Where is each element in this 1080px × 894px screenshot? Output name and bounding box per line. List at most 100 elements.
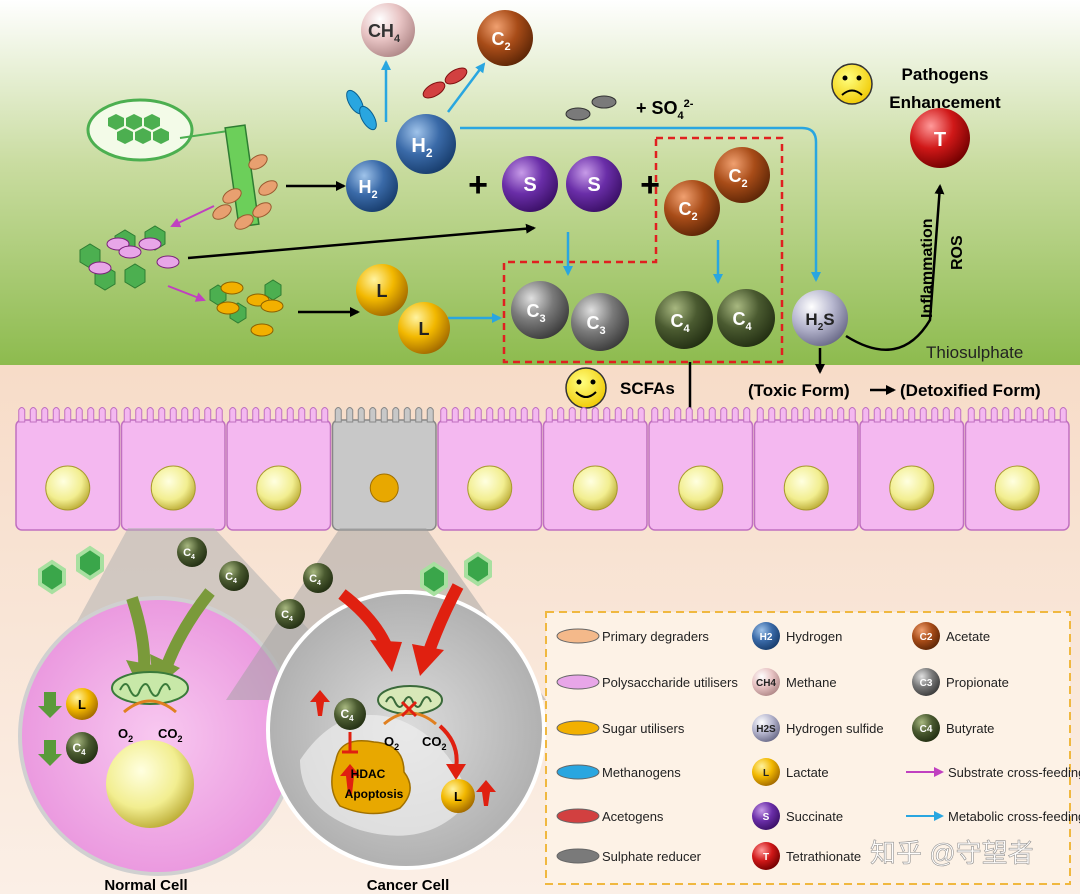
- molecule-succinate-1: S: [502, 156, 558, 212]
- inflammation-label: Inflammation: [919, 218, 936, 318]
- hdac-label: HDAC: [351, 767, 386, 781]
- legend-item-label: Substrate cross-feeding: [948, 765, 1080, 780]
- svg-text:T: T: [934, 129, 946, 151]
- molecule-c2-top: C2: [477, 10, 533, 66]
- sad-face-icon: [831, 63, 873, 105]
- svg-text:H2S: H2S: [805, 310, 834, 333]
- normal-lactate-icon: L: [66, 688, 98, 720]
- molecule-h2s: H2S: [792, 290, 848, 346]
- epithelium-layer: [15, 407, 1070, 531]
- svg-text:L: L: [377, 281, 388, 301]
- svg-text:CH4: CH4: [368, 21, 401, 45]
- legend-item: L Lactate: [752, 758, 829, 786]
- normal-butyrate-molecules: C4 C4: [177, 537, 249, 591]
- svg-text:S: S: [523, 174, 536, 196]
- legend-item-label: Butyrate: [946, 721, 994, 736]
- svg-text:C3: C3: [586, 313, 605, 337]
- molecule-propionate-1: C3: [511, 281, 569, 339]
- ros-label: ROS: [949, 235, 966, 270]
- legend-item: Polysaccharide utilisers: [556, 674, 738, 690]
- cancer-lactate-icon: L: [441, 779, 475, 813]
- legend-item-label: Hydrogen sulfide: [786, 721, 884, 736]
- acetogens-bacteria: [422, 67, 468, 99]
- cancer-cell-label: Cancer Cell: [367, 877, 450, 894]
- legend-box: [545, 611, 1071, 885]
- cancer-co2-label: CO2: [422, 734, 447, 752]
- scfas-label: SCFAs: [620, 379, 675, 398]
- svg-text:C4: C4: [72, 741, 86, 757]
- molecule-propionate-2: C3: [571, 293, 629, 351]
- svg-text:L: L: [419, 319, 430, 339]
- svg-text:C4: C4: [183, 547, 195, 561]
- molecule-succinate-2: S: [566, 156, 622, 212]
- legend-item-label: Lactate: [786, 765, 829, 780]
- pathogens-label-line2: Enhancement: [889, 93, 1001, 112]
- epithelial-cell: [226, 407, 332, 531]
- normal-o2-label: O2: [118, 726, 133, 744]
- legend-item: Metabolic cross-feeding: [906, 809, 1080, 824]
- pathogens-label-line1: Pathogens: [902, 65, 989, 84]
- svg-text:C4: C4: [670, 311, 690, 335]
- molecule-tetrathionate: T: [910, 108, 970, 168]
- substrate-arrow-2: [167, 285, 206, 302]
- watermark-text: 知乎 @守望者: [870, 838, 1034, 868]
- plus-sign-2: +: [640, 166, 660, 204]
- cancer-butyrate-molecules: C4 C4: [275, 563, 333, 629]
- legend-item: Primary degraders: [556, 628, 709, 644]
- sugar-utilisers-cluster: [209, 279, 284, 337]
- legend-item: Sulphate reducer: [556, 848, 702, 864]
- svg-text:C4: C4: [225, 571, 237, 585]
- primary-degraders-cluster: [86, 98, 278, 230]
- legend-item-label: Methane: [786, 675, 837, 690]
- legend-item-label: Propionate: [946, 675, 1009, 690]
- epithelial-cell: [859, 407, 965, 531]
- molecule-lactate-2: L: [398, 302, 450, 354]
- epithelial-cell: [437, 407, 543, 531]
- legend-item-label: Sulphate reducer: [602, 849, 702, 864]
- normal-cell-label: Normal Cell: [104, 877, 187, 894]
- normal-hexagons: [38, 545, 104, 595]
- molecule-ch4: CH4: [361, 3, 415, 57]
- svg-text:C2: C2: [678, 199, 697, 223]
- svg-text:H2: H2: [358, 177, 377, 201]
- sulphate-reducer-bacteria: [565, 95, 617, 121]
- scfa-dashed-box: [502, 136, 784, 364]
- svg-text:S: S: [587, 174, 600, 196]
- epithelial-cell: [648, 407, 754, 531]
- legend-item: S Succinate: [752, 802, 843, 830]
- cancer-butyrate-icon: C4: [334, 698, 366, 730]
- legend-item: Sugar utilisers: [556, 720, 685, 736]
- plus-sign-1: +: [468, 166, 488, 204]
- legend-item-label: Methanogens: [602, 765, 681, 780]
- substrate-arrow-1: [170, 205, 215, 228]
- epithelial-cell: [15, 407, 121, 531]
- epithelial-cell: [542, 407, 648, 531]
- molecule-h2-upper: H2: [396, 114, 456, 174]
- svg-text:L: L: [78, 697, 86, 712]
- svg-text:C2: C2: [728, 166, 747, 190]
- normal-cell-zoom: [18, 588, 298, 876]
- legend-item: Methanogens: [556, 764, 681, 780]
- toxic-form-label: (Toxic Form): [748, 381, 850, 400]
- cancer-o2-label: O2: [384, 734, 399, 752]
- svg-text:H2: H2: [760, 632, 773, 643]
- legend-item-label: Polysaccharide utilisers: [602, 675, 738, 690]
- svg-text:L: L: [763, 768, 769, 779]
- svg-text:S: S: [763, 812, 770, 823]
- molecule-butyrate-2: C4: [717, 289, 775, 347]
- legend-item-label: Succinate: [786, 809, 843, 824]
- cancer-cell-zoom: [266, 583, 546, 870]
- svg-text:L: L: [454, 789, 462, 804]
- cancer-hexagons: [420, 551, 492, 597]
- svg-text:H2: H2: [411, 135, 432, 160]
- normal-butyrate-icon: C4: [66, 732, 98, 764]
- svg-text:C3: C3: [526, 301, 545, 325]
- epithelial-cell: [964, 407, 1070, 531]
- legend-item-label: Tetrathionate: [786, 849, 861, 864]
